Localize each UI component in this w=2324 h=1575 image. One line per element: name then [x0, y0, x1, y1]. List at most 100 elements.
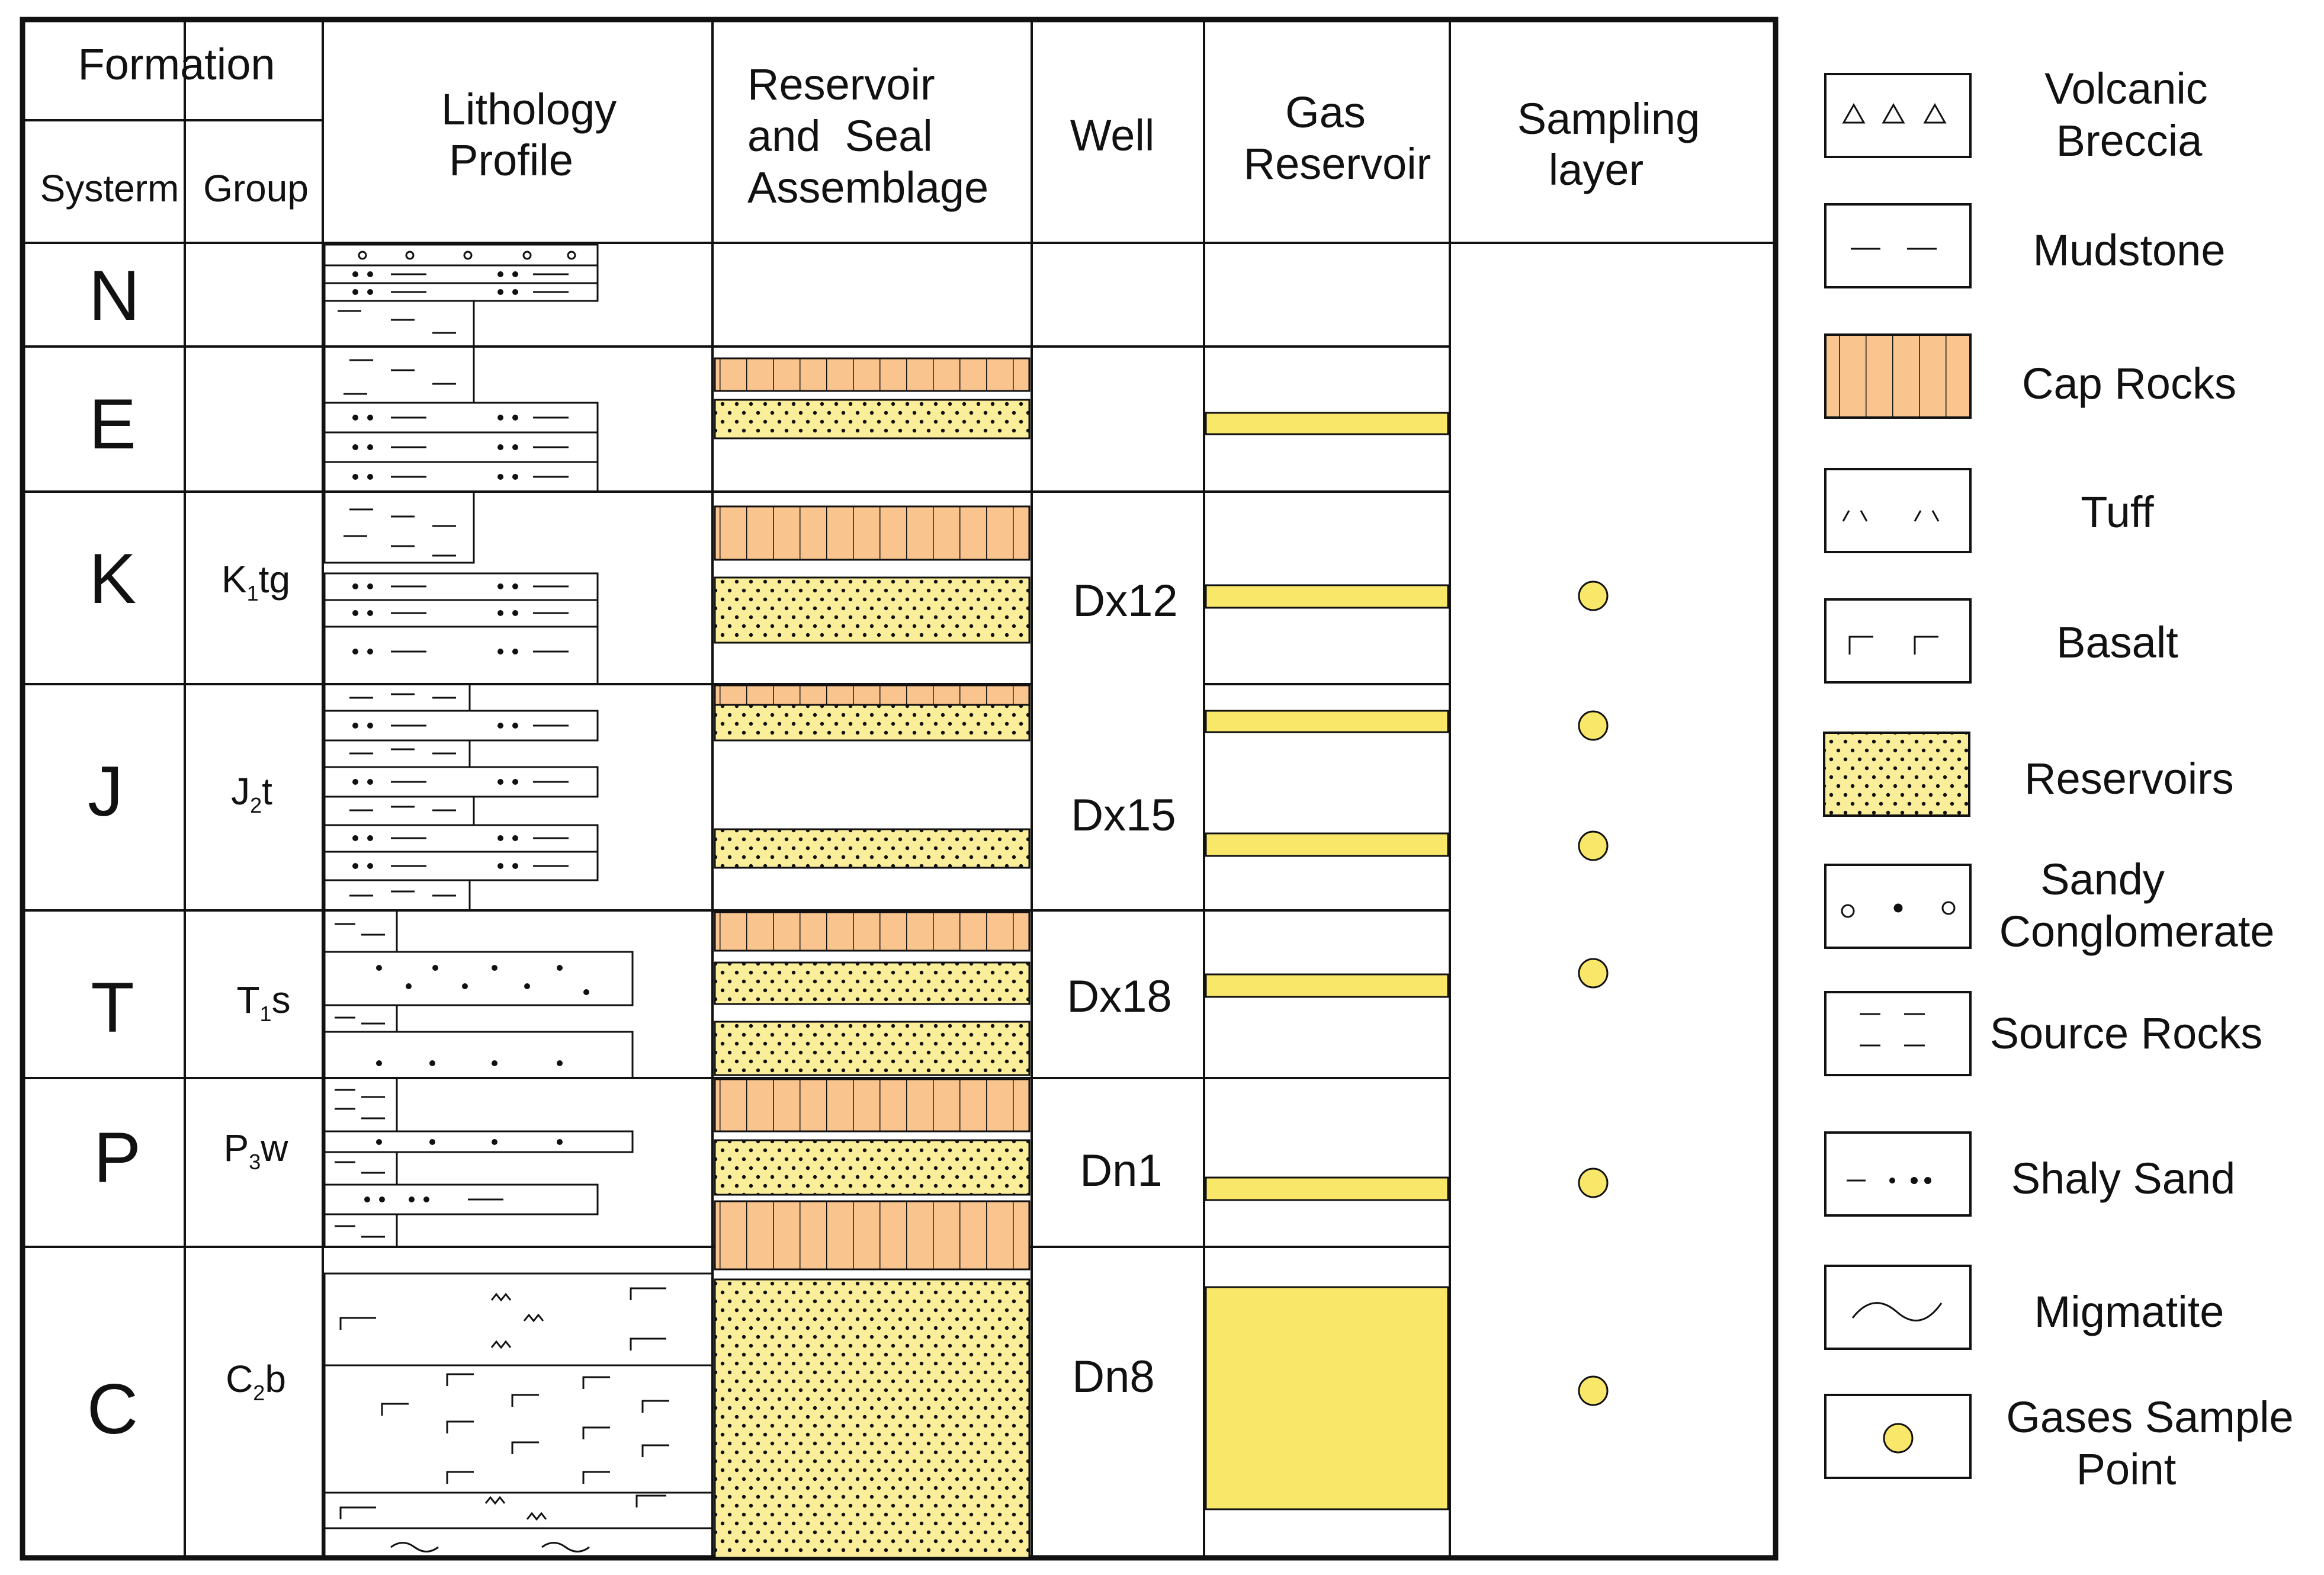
legend-label-basalt: Basalt — [2056, 618, 2178, 667]
gas-reservoir-bar — [1205, 832, 1449, 857]
gas-reservoir-bar — [1205, 710, 1449, 733]
gas-sample-point — [1578, 830, 1609, 861]
reservoirs-icon — [1823, 732, 1970, 817]
legend-item-migmatite: Migmatite — [1824, 1265, 2225, 1350]
legend-label-sandy-conglomerate-line1: Sandy — [2040, 855, 2165, 904]
gas-reservoir-bar — [1205, 412, 1449, 435]
reservoir-layer — [714, 399, 1031, 440]
gas-sample-point — [1578, 580, 1609, 611]
gas-sample-point — [1578, 1375, 1609, 1406]
lithology-header-line2: Profile — [449, 136, 573, 185]
gas-reservoir-bar — [1205, 973, 1449, 998]
legend-item-shaly-sand: Shaly Sand — [1824, 1131, 2236, 1217]
well-label-dx15: Dx15 — [1071, 790, 1176, 841]
system-label-n: N — [89, 256, 140, 335]
sandy-conglomerate-icon — [1841, 901, 1956, 918]
group-header: Group — [203, 167, 309, 210]
legend-label-volcanic-breccia-line1: Volcanic — [2044, 64, 2208, 113]
lithology-dot-pattern — [352, 271, 589, 1202]
reservoir-layer — [714, 828, 1031, 869]
gas-sample-point — [1578, 710, 1609, 741]
cap-rock-layer — [714, 1200, 1031, 1271]
sampling-points — [1578, 580, 1609, 1406]
legend-item-mudstone: Mudstone — [1824, 203, 2226, 288]
formation-header: Formation — [78, 40, 275, 89]
reservoir-layer — [714, 576, 1031, 644]
cap-rock-layer — [714, 684, 1031, 706]
legend-label-mudstone: Mudstone — [2033, 226, 2226, 275]
lithology-dash-pattern — [335, 273, 569, 1238]
reservoir-seal-column — [714, 357, 1031, 1559]
group-label-t1s: T1s — [236, 979, 290, 1026]
legend-label-sandy-conglomerate-line2: Conglomerate — [1999, 907, 2275, 956]
system-label-c: C — [87, 1369, 139, 1449]
group-label-k1tg: K1tg — [222, 558, 290, 605]
legend-label-shaly-sand: Shaly Sand — [2011, 1154, 2236, 1203]
reservoir-seal-header-line3: Assemblage — [747, 163, 988, 212]
gas-reservoir-bar — [1205, 1176, 1449, 1201]
group-label-p3w: P3w — [224, 1127, 289, 1174]
cap-rock-layer — [714, 1078, 1031, 1133]
reservoir-layer — [714, 961, 1031, 1005]
legend: Volcanic Breccia Mudstone Cap Rocks Tuff — [1823, 64, 2294, 1494]
legend-label-migmatite: Migmatite — [2034, 1287, 2225, 1336]
legend-item-basalt: Basalt — [1824, 598, 2178, 684]
well-label-dn8: Dn8 — [1072, 1352, 1154, 1402]
sandy-conglomerate-pattern — [358, 251, 576, 260]
legend-label-source-rocks: Source Rocks — [1990, 1009, 2263, 1058]
system-label-k: K — [89, 539, 136, 618]
gas-reservoir-header-line2: Reservoir — [1244, 139, 1431, 188]
gas-sample-point — [1578, 958, 1609, 989]
reservoir-layer — [714, 704, 1031, 742]
gas-sample-point — [1578, 1167, 1609, 1198]
legend-item-source-rocks: Source Rocks — [1824, 991, 2263, 1076]
gas-sample-point-icon — [1883, 1423, 1914, 1454]
well-labels: Dx12 Dx15 Dx18 Dn1 Dn8 — [1067, 576, 1177, 1402]
migmatite-icon — [1851, 1302, 1943, 1321]
system-label-j: J — [88, 752, 123, 831]
tuff-icon — [1842, 510, 1940, 522]
gas-reservoir-column — [1205, 412, 1449, 1510]
legend-label-volcanic-breccia-line2: Breccia — [2056, 116, 2203, 165]
legend-item-tuff: Tuff — [1824, 468, 2154, 553]
basalt-icon — [1848, 636, 1938, 655]
system-labels: N E K J T P C — [87, 256, 141, 1449]
table-header: Formation Systerm Group Lithology Profil… — [40, 40, 1700, 212]
cap-rock-layer — [714, 911, 1031, 952]
system-label-t: T — [91, 968, 134, 1047]
sampling-header-line1: Sampling — [1517, 94, 1700, 143]
basalt-pattern — [339, 1287, 669, 1552]
legend-label-gas-sample-point-line1: Gases Sample — [2006, 1393, 2293, 1442]
system-label-p: P — [94, 1118, 141, 1197]
cap-rock-layer — [714, 357, 1031, 392]
well-label-dx12: Dx12 — [1073, 576, 1177, 626]
shaly-sand-icon — [1847, 1177, 1931, 1184]
well-header: Well — [1070, 111, 1155, 160]
legend-label-gas-sample-point-line2: Point — [2076, 1445, 2177, 1494]
source-rocks-icon — [1860, 1013, 1925, 1047]
legend-label-cap-rocks: Cap Rocks — [2022, 359, 2236, 408]
reservoir-layer — [714, 1021, 1031, 1076]
group-label-c2b: C2b — [226, 1358, 286, 1405]
legend-label-reservoirs: Reservoirs — [2024, 754, 2234, 803]
legend-item-cap-rocks: Cap Rocks — [1824, 333, 2236, 419]
well-label-dn1: Dn1 — [1080, 1146, 1162, 1196]
legend-item-gas-sample-point: Gases Sample Point — [1824, 1393, 2294, 1494]
reservoir-seal-header-line2: and Seal — [747, 111, 933, 161]
legend-item-sandy-conglomerate: Sandy Conglomerate — [1824, 855, 2275, 956]
sampling-header-line2: layer — [1549, 145, 1644, 194]
gas-reservoir-header-line1: Gas — [1285, 88, 1366, 137]
lithology-profile — [323, 243, 714, 1559]
reservoir-seal-header-line1: Reservoir — [747, 60, 935, 109]
group-label-j2t: J2t — [231, 770, 272, 817]
volcanic-breccia-icon — [1842, 102, 1947, 124]
gas-reservoir-bar — [1205, 1286, 1449, 1510]
well-label-dx18: Dx18 — [1067, 971, 1171, 1022]
legend-label-tuff: Tuff — [2081, 487, 2154, 537]
reservoir-layer — [714, 1139, 1031, 1196]
cap-rocks-icon — [1824, 333, 1972, 419]
group-labels: K1tg J2t T1s P3w C2b — [222, 558, 291, 1405]
lithology-header-line1: Lithology — [441, 85, 617, 134]
legend-item-volcanic-breccia: Volcanic Breccia — [1824, 64, 2208, 165]
